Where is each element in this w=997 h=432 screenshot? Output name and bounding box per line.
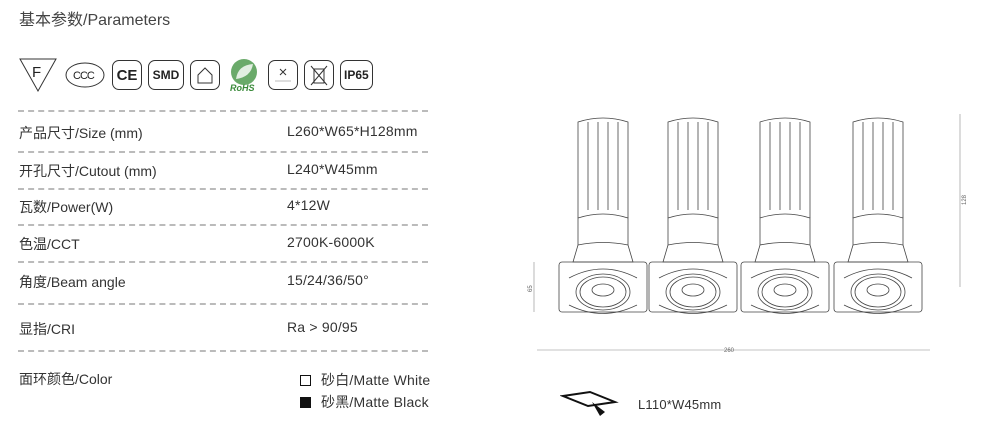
color-option-label: 砂黑/Matte Black <box>321 394 429 410</box>
smd-icon: SMD <box>148 60 184 90</box>
no-cover-insulation-icon <box>268 60 298 90</box>
divider <box>18 110 428 112</box>
lens-ring <box>850 273 906 311</box>
lens <box>866 283 890 297</box>
divider <box>18 303 428 305</box>
color-option-label: 砂白/Matte White <box>321 372 431 388</box>
slot <box>568 268 638 314</box>
dimension-height: 65 <box>528 285 534 292</box>
trim-plate <box>558 261 648 313</box>
spec-value-cutout: L240*W45mm <box>287 161 378 177</box>
lens-ring <box>579 276 627 308</box>
fixture-neck <box>852 213 904 246</box>
lens-ring <box>575 273 631 311</box>
spec-label-size: 产品尺寸/Size (mm) <box>19 125 143 141</box>
trim-plate <box>740 261 830 313</box>
fixture-collar <box>847 244 909 263</box>
divider <box>18 188 428 190</box>
lens-ring <box>665 273 721 311</box>
slot <box>750 268 820 314</box>
lens <box>773 283 797 297</box>
lens <box>681 283 705 297</box>
rohs-text: RoHS <box>230 83 255 93</box>
spec-label-cri: 显指/CRI <box>19 321 75 337</box>
fixture-collar <box>754 244 816 263</box>
ip65-icon: IP65 <box>340 60 373 90</box>
fixture-body <box>667 117 719 218</box>
fixture-neck <box>759 213 811 246</box>
divider <box>18 350 428 352</box>
divider <box>18 151 428 153</box>
ccc-text: CCC <box>73 70 95 82</box>
color-option-white: 砂白/Matte White <box>300 370 430 390</box>
fixture-neck <box>577 213 629 246</box>
lens-ring <box>854 276 902 308</box>
lens <box>591 283 615 297</box>
black-swatch <box>300 397 311 408</box>
fixture-body <box>852 117 904 218</box>
fixture-body <box>577 117 629 218</box>
spec-label-beam-angle: 角度/Beam angle <box>19 274 126 290</box>
f-mark-text: F <box>32 64 41 81</box>
spec-value-cri: Ra > 90/95 <box>287 319 358 335</box>
spec-label-power: 瓦数/Power(W) <box>19 199 114 215</box>
divider <box>18 224 428 226</box>
certification-icons: F CCC CE SMD RoHS IP65 <box>18 57 373 93</box>
f-mark-icon: F <box>19 58 57 93</box>
white-swatch <box>300 375 311 386</box>
spec-label-cct: 色温/CCT <box>19 236 80 252</box>
lens-ring <box>669 276 717 308</box>
ccc-icon: CCC <box>65 62 105 88</box>
fixture-neck <box>667 213 719 246</box>
trim-plate <box>833 261 923 313</box>
weee-icon <box>304 60 334 90</box>
cutout-icon <box>560 390 619 416</box>
color-label: 面环颜色/Color <box>19 371 113 387</box>
dimension-depth: 128 <box>962 194 968 205</box>
technical-drawing: 260 65 128 <box>528 114 968 354</box>
divider <box>18 261 428 263</box>
fixture-body <box>759 117 811 218</box>
page-title: 基本参数/Parameters <box>19 12 171 29</box>
dimension-width: 260 <box>724 348 735 354</box>
fixture-collar <box>572 244 634 263</box>
spec-value-beam-angle: 15/24/36/50° <box>287 272 369 288</box>
lens-ring <box>757 273 813 311</box>
trim-plate <box>648 261 738 313</box>
slot <box>843 268 913 314</box>
spec-value-size: L260*W65*H128mm <box>287 123 418 139</box>
slot <box>658 268 728 314</box>
spec-value-power: 4*12W <box>287 197 331 213</box>
cutout-size: L110*W45mm <box>638 397 722 412</box>
spec-label-cutout: 开孔尺寸/Cutout (mm) <box>19 163 157 179</box>
rohs-icon: RoHS <box>230 59 257 93</box>
color-option-black: 砂黑/Matte Black <box>300 392 429 412</box>
lens-ring <box>761 276 809 308</box>
spec-value-cct: 2700K-6000K <box>287 234 375 250</box>
indoor-icon <box>190 60 220 90</box>
fixture-collar <box>662 244 724 263</box>
ce-icon: CE <box>112 60 142 90</box>
